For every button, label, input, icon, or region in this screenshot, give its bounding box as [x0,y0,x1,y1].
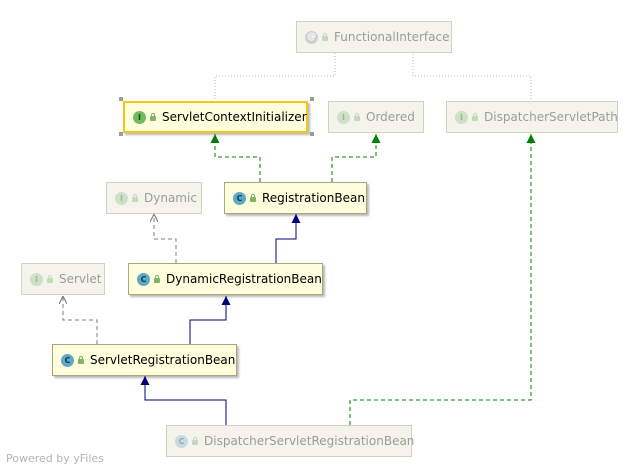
annotation-icon: @ [305,30,318,44]
edge-dynamic-registration-bean-to-registration-bean [275,214,301,263]
edge-registration-bean-to-ordered [331,134,381,182]
selection-handle-bottom-left[interactable] [119,132,123,136]
node-label: DispatcherServletPath [484,110,618,124]
node-servlet-registration-bean[interactable]: C ServletRegistrationBean [52,344,237,376]
node-label: DispatcherServletRegistrationBean [204,434,415,448]
node-label: Servlet [59,272,102,286]
lock-icon [131,194,139,202]
edge-registration-bean-to-servlet-context-initializer [210,134,261,182]
edge-dispatcher-servlet-path-to-functional-interface [412,52,532,99]
node-registration-bean[interactable]: C RegistrationBean [224,182,367,214]
selection-handle-top-right[interactable] [310,97,314,101]
abstract-class-icon: C [233,191,246,205]
yfiles-watermark: Powered by yFiles [6,452,104,465]
edge-dispatcher-servlet-registration-bean-to-dispatcher-servlet-path [349,134,536,425]
node-servlet[interactable]: I Servlet [21,263,105,295]
node-label: DynamicRegistrationBean [166,272,322,286]
edge-servlet-context-initializer-to-functional-interface [214,52,336,99]
node-ordered[interactable]: I Ordered [328,101,424,133]
lock-icon [321,33,329,41]
interface-icon: I [133,110,146,124]
interface-icon: I [337,110,350,124]
lock-icon [153,275,161,283]
node-label: Dynamic [144,191,197,205]
class-icon: C [61,353,74,367]
edge-dynamic-registration-bean-to-dynamic [154,214,177,263]
node-label: Ordered [366,110,415,124]
node-dispatcher-servlet-registration-bean[interactable]: C DispatcherServletRegistrationBean [166,425,415,457]
lock-icon [471,113,479,121]
node-servlet-context-initializer[interactable]: I ServletContextInitializer [123,101,308,133]
node-dynamic-registration-bean[interactable]: C DynamicRegistrationBean [128,263,323,295]
node-label: ServletContextInitializer [162,110,307,124]
selection-handle-bottom-right[interactable] [310,132,314,136]
node-dynamic[interactable]: I Dynamic [106,182,202,214]
lock-icon [353,113,361,121]
lock-icon [149,113,157,121]
selection-handle-top-left[interactable] [119,97,123,101]
lock-icon [191,437,199,445]
interface-icon: I [115,191,128,205]
lock-icon [46,275,54,283]
node-functional-interface[interactable]: @ FunctionalInterface [296,21,452,53]
node-dispatcher-servlet-path[interactable]: I DispatcherServletPath [446,101,618,133]
class-icon: C [175,434,188,448]
node-label: ServletRegistrationBean [90,353,236,367]
interface-icon: I [30,272,43,286]
interface-icon: I [455,110,468,124]
edge-servlet-registration-bean-to-servlet [63,296,98,344]
edge-dispatcher-servlet-registration-bean-to-servlet-registration-bean [140,376,227,425]
edge-servlet-registration-bean-to-dynamic-registration-bean [189,296,231,344]
node-label: RegistrationBean [262,191,365,205]
lock-icon [77,356,85,364]
abstract-class-icon: C [137,272,150,286]
lock-icon [249,194,257,202]
node-label: FunctionalInterface [334,30,450,44]
